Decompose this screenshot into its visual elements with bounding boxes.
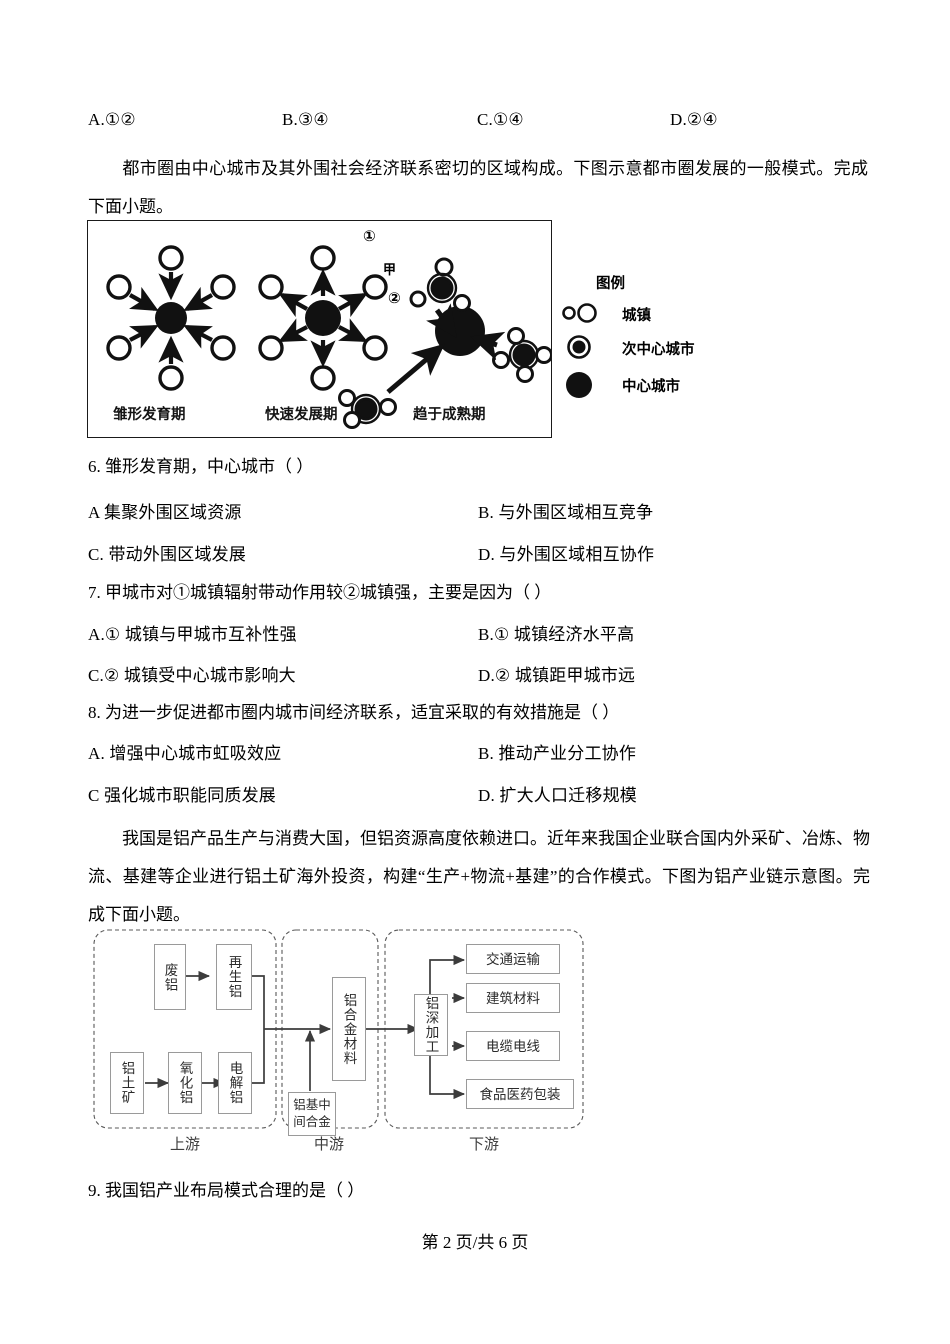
q8-option-b[interactable]: B. 推动产业分工协作 (478, 744, 637, 763)
page-footer: 第 2 页/共 6 页 (421, 1233, 529, 1252)
question-7-stem: 7. 甲城市对①城镇辐射带动作用较②城镇强，主要是因为（ ） (88, 583, 552, 602)
question-8-stem: 8. 为进一步促进都市圈内城市间经济联系，适宜采取的有效措施是（ ） (88, 703, 620, 722)
node-bauxite: 铝土矿 (110, 1052, 144, 1114)
q7-option-b[interactable]: B.① 城镇经济水平高 (478, 625, 635, 644)
q5-option-b[interactable]: B.③④ (282, 110, 329, 129)
passage-metro-circle: 都市圈由中心城市及其外围社会经济联系密切的区域构成。下图示意都市圈发展的一般模式… (88, 150, 868, 226)
q6-option-b[interactable]: B. 与外围区域相互竞争 (478, 503, 654, 522)
legend-item-center-city: 中心城市 (622, 379, 680, 395)
figure-metro-circle-model: ① 甲 ② 雏形发育期 快速发展期 趋于成熟期 (87, 220, 553, 438)
mark-label-2: ② (388, 289, 401, 307)
q7-option-d[interactable]: D.② 城镇距甲城市远 (478, 666, 636, 685)
caption-midstream: 中游 (314, 1137, 345, 1153)
stage-label-rapid-growth: 快速发展期 (265, 407, 338, 423)
q6-option-c[interactable]: C. 带动外围区域发展 (88, 545, 247, 564)
q8-option-d[interactable]: D. 扩大人口迁移规模 (478, 786, 637, 805)
node-scrap-aluminium: 废铝 (154, 944, 186, 1010)
q6-option-a[interactable]: A 集聚外围区域资源 (88, 503, 242, 522)
passage-aluminium-industry-text: 我国是铝产品生产与消费大国，但铝资源高度依赖进口。近年来我国企业联合国内外采矿、… (88, 829, 870, 924)
legend-symbols (562, 303, 597, 398)
q5-option-a[interactable]: A.①② (88, 110, 136, 129)
legend-title: 图例 (596, 276, 625, 292)
figure-metro-circle-svg (106, 245, 553, 429)
q7-option-a[interactable]: A.① 城镇与甲城市互补性强 (88, 625, 297, 644)
figure-metro-legend: 图例 城镇 次中心城市 中心城市 (560, 272, 710, 422)
node-food-pharma-packaging: 食品医药包装 (466, 1079, 574, 1109)
caption-downstream: 下游 (469, 1137, 500, 1153)
mark-label-jia: 甲 (383, 263, 397, 278)
node-deep-processing: 铝深加工 (414, 994, 448, 1056)
figure-aluminium-chain: 废铝 再生铝 铝土矿 氧化铝 电解铝 铝合金材料 铝基中间合金 铝深加工 交通运… (92, 928, 592, 1160)
node-alumina: 氧化铝 (168, 1052, 202, 1114)
stage-label-maturing: 趋于成熟期 (413, 407, 486, 423)
figure-aluminium-chain-svg (93, 929, 584, 1129)
mark-label-1: ① (363, 227, 376, 245)
question-6-stem: 6. 雏形发育期，中心城市（ ） (88, 457, 314, 476)
node-aluminium-alloy-material: 铝合金材料 (332, 977, 366, 1081)
stage-maturing-group (338, 257, 553, 429)
legend-item-town: 城镇 (622, 308, 651, 324)
stage-rapid-growth-group (258, 245, 388, 391)
q5-option-d[interactable]: D.②④ (670, 110, 718, 129)
passage-aluminium-industry: 我国是铝产品生产与消费大国，但铝资源高度依赖进口。近年来我国企业联合国内外采矿、… (88, 820, 870, 934)
node-master-alloy: 铝基中间合金 (288, 1092, 336, 1136)
stage-label-embryo: 雏形发育期 (113, 407, 186, 423)
node-cable-wire: 电缆电线 (466, 1031, 560, 1061)
q5-option-c[interactable]: C.①④ (477, 110, 524, 129)
passage-metro-circle-text: 都市圈由中心城市及其外围社会经济联系密切的区域构成。下图示意都市圈发展的一般模式… (88, 159, 868, 216)
q7-option-c[interactable]: C.② 城镇受中心城市影响大 (88, 666, 296, 685)
node-electrolytic-aluminium: 电解铝 (218, 1052, 252, 1114)
legend-item-subcenter-city: 次中心城市 (622, 342, 695, 358)
node-transport: 交通运输 (466, 944, 560, 974)
q8-option-c[interactable]: C 强化城市职能同质发展 (88, 786, 276, 805)
question-9-stem: 9. 我国铝产业布局模式合理的是（ ） (88, 1181, 365, 1200)
stage-embryo-group (106, 245, 236, 391)
caption-upstream: 上游 (170, 1137, 201, 1153)
node-recycled-aluminium: 再生铝 (216, 944, 252, 1010)
q6-option-d[interactable]: D. 与外围区域相互协作 (478, 545, 655, 564)
q8-option-a[interactable]: A. 增强中心城市虹吸效应 (88, 744, 282, 763)
node-building-material: 建筑材料 (466, 983, 560, 1013)
